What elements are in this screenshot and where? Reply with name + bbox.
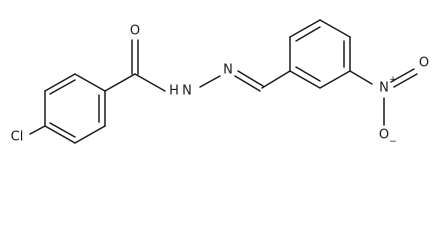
amide-hydrogen-label: H — [169, 84, 179, 99]
chlorine-label: Cl — [11, 130, 24, 145]
ring1-bond-5 — [74, 125, 106, 144]
ring2-bond-2 — [289, 19, 321, 38]
ring1-inner-bond-3 — [49, 122, 76, 138]
carbonyl-oxygen-label: O — [130, 24, 140, 39]
nitro-nitrogen-label: N — [379, 81, 389, 96]
ring1-bond-6 — [44, 125, 76, 144]
nitro-nitrogen-charge: + — [389, 75, 397, 85]
ring2-bond-6 — [289, 70, 321, 89]
ring1-inner-bond-1 — [49, 79, 76, 95]
methine-ring-bond — [261, 70, 291, 89]
carbon-chlorine-bond — [29, 125, 46, 135]
bonds — [29, 19, 418, 144]
imine-double-bond-a — [237, 70, 264, 87]
atom-labels: Cl O N H N N + O − O — [11, 24, 429, 148]
nitro-oxygen-single-charge: − — [389, 137, 397, 147]
amide-nitrogen-label: N — [182, 84, 192, 99]
ring2-inner-bond-1 — [295, 26, 321, 42]
ring2-inner-bond-3 — [295, 66, 321, 82]
ring-nitro-bond — [349, 70, 373, 85]
carbonyl-nitrogen-bond — [134, 73, 166, 92]
nitro-oxygen-single-label: O — [379, 128, 389, 143]
nitrogen-nitrogen-bond — [199, 75, 221, 88]
ring2-bond-5 — [319, 70, 351, 89]
nitro-oxygen-double-label: O — [419, 56, 429, 71]
chemical-structure: Cl O N H N N + O − O — [11, 19, 429, 148]
ring1-bond-2 — [44, 73, 76, 92]
nitro-double-bond-b — [393, 73, 418, 88]
imine-double-bond-b — [234, 75, 261, 92]
nitro-double-bond-a — [390, 68, 415, 83]
imine-nitrogen-label: N — [223, 63, 233, 78]
ring2-bond-3 — [319, 19, 351, 38]
ring1-bond-3 — [74, 73, 106, 92]
ring-carbonyl-bond — [104, 73, 136, 92]
